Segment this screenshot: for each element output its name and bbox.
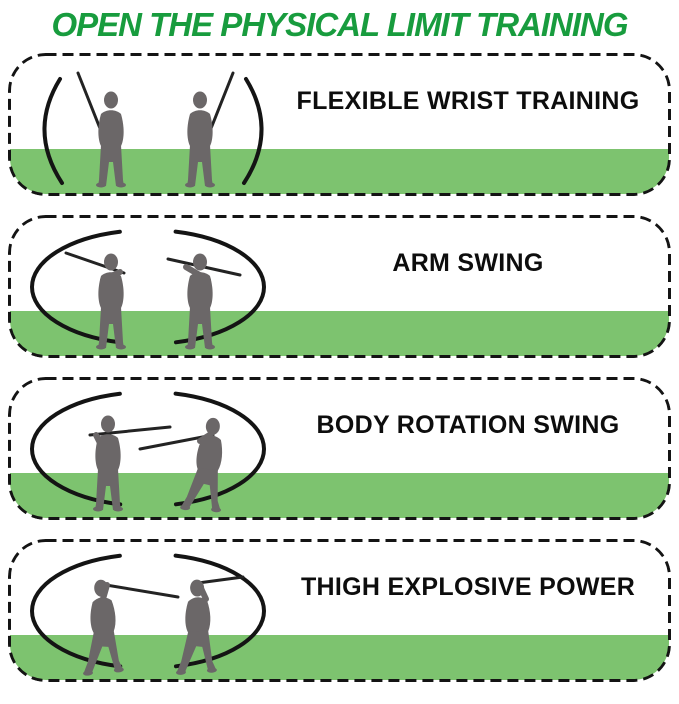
training-panel-arm-swing: ARM SWING xyxy=(8,215,671,358)
swing-ellipse xyxy=(30,390,266,508)
golfer-silhouette-left xyxy=(96,253,126,350)
wrist-training-illustration xyxy=(42,71,264,188)
arm-swing-illustration xyxy=(30,228,266,350)
golfer-silhouette-left xyxy=(96,91,126,188)
swing-ellipse xyxy=(30,228,266,346)
swing-ellipse xyxy=(30,552,266,670)
body-rotation-illustration xyxy=(30,390,266,513)
golf-club xyxy=(196,575,245,585)
swing-arc-left xyxy=(42,77,64,185)
thigh-power-illustration xyxy=(30,552,266,677)
panel-label: THIGH EXPLOSIVE POWER xyxy=(300,573,636,601)
golfer-silhouette-right xyxy=(169,578,218,676)
golf-club xyxy=(64,251,126,275)
panel-label: ARM SWING xyxy=(392,249,544,277)
training-panel-thigh-power: THIGH EXPLOSIVE POWER xyxy=(8,539,671,682)
golf-club xyxy=(88,425,172,437)
panel-label: FLEXIBLE WRIST TRAINING xyxy=(296,87,640,115)
training-panel-flexible-wrist: FLEXIBLE WRIST TRAINING xyxy=(8,53,671,196)
panel-label: BODY ROTATION SWING xyxy=(316,411,620,439)
golfer-silhouette-right xyxy=(185,91,215,188)
golfer-silhouette-left xyxy=(93,415,123,512)
golf-club xyxy=(104,583,180,599)
training-panel-body-rotation: BODY ROTATION SWING xyxy=(8,377,671,520)
page-title: OPEN THE PHYSICAL LIMIT TRAINING xyxy=(51,6,628,43)
swing-arc-right xyxy=(242,77,264,185)
